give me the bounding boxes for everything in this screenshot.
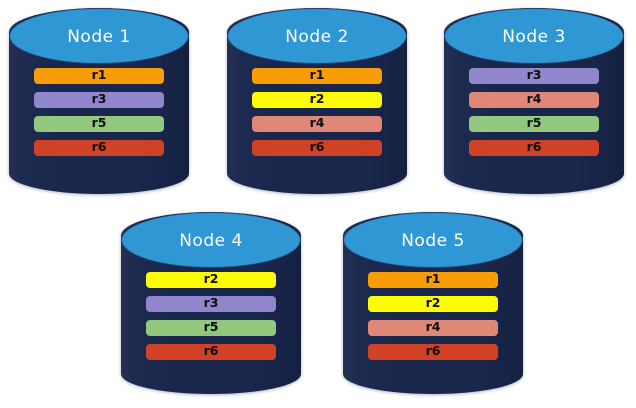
replica-bar-r1[interactable]: r1 (252, 68, 382, 84)
replica-bar-r5[interactable]: r5 (469, 116, 599, 132)
replica-bar-r4[interactable]: r4 (368, 320, 498, 336)
replica-bar-r3[interactable]: r3 (34, 92, 164, 108)
replica-label: r6 (425, 343, 441, 359)
replica-label: r6 (91, 139, 107, 155)
node-label: Node 2 (285, 27, 349, 47)
replica-bar-r3[interactable]: r3 (146, 296, 276, 312)
replica-label: r4 (425, 319, 441, 335)
cylinder-top-ellipse-icon: Node 4 (121, 212, 301, 268)
replica-bar-r1[interactable]: r1 (368, 272, 498, 288)
replica-bar-r6[interactable]: r6 (34, 140, 164, 156)
database-node-4[interactable]: Node 4 r2 r3 r5 r6 (121, 212, 301, 394)
replica-bar-r1[interactable]: r1 (34, 68, 164, 84)
replica-bar-r6[interactable]: r6 (146, 344, 276, 360)
replica-label: r2 (203, 271, 219, 287)
replica-bar-r6[interactable]: r6 (252, 140, 382, 156)
replica-bar-r4[interactable]: r4 (252, 116, 382, 132)
replica-bar-r2[interactable]: r2 (252, 92, 382, 108)
cylinder-top-ellipse-icon: Node 3 (444, 8, 624, 64)
database-node-2[interactable]: Node 2 r1 r2 r4 r6 (227, 8, 407, 194)
cylinder-top-ellipse-icon: Node 2 (227, 8, 407, 64)
database-node-1[interactable]: Node 1 r1 r3 r5 r6 (9, 8, 189, 194)
replica-label: r6 (526, 139, 542, 155)
replica-label: r3 (91, 91, 107, 107)
replica-label: r4 (526, 91, 542, 107)
replica-bar-r3[interactable]: r3 (469, 68, 599, 84)
node-label: Node 1 (67, 27, 131, 47)
replica-label: r3 (203, 295, 219, 311)
database-node-3[interactable]: Node 3 r3 r4 r5 r6 (444, 8, 624, 194)
replica-list: r1 r2 r4 r6 (227, 68, 407, 156)
replica-label: r6 (203, 343, 219, 359)
replica-label: r5 (91, 115, 107, 131)
replica-list: r3 r4 r5 r6 (444, 68, 624, 156)
cylinder-top-ellipse-icon: Node 1 (9, 8, 189, 64)
replica-label: r3 (526, 67, 542, 83)
replica-label: r1 (91, 67, 107, 83)
replica-bar-r5[interactable]: r5 (34, 116, 164, 132)
node-label: Node 4 (179, 231, 243, 251)
database-node-5[interactable]: Node 5 r1 r2 r4 r6 (343, 212, 523, 394)
replica-bar-r2[interactable]: r2 (146, 272, 276, 288)
node-label: Node 3 (502, 27, 566, 47)
replica-bar-r5[interactable]: r5 (146, 320, 276, 336)
replica-bar-r6[interactable]: r6 (469, 140, 599, 156)
node-label: Node 5 (401, 231, 465, 251)
replica-label: r6 (309, 139, 325, 155)
replica-label: r2 (309, 91, 325, 107)
replica-bar-r4[interactable]: r4 (469, 92, 599, 108)
cylinder-top-ellipse-icon: Node 5 (343, 212, 523, 268)
replica-bar-r2[interactable]: r2 (368, 296, 498, 312)
replica-list: r2 r3 r5 r6 (121, 272, 301, 360)
replica-label: r4 (309, 115, 325, 131)
replica-label: r1 (309, 67, 325, 83)
replica-label: r2 (425, 295, 441, 311)
replica-bar-r6[interactable]: r6 (368, 344, 498, 360)
replica-list: r1 r2 r4 r6 (343, 272, 523, 360)
replica-label: r5 (526, 115, 542, 131)
replica-label: r5 (203, 319, 219, 335)
replica-list: r1 r3 r5 r6 (9, 68, 189, 156)
replica-label: r1 (425, 271, 441, 287)
